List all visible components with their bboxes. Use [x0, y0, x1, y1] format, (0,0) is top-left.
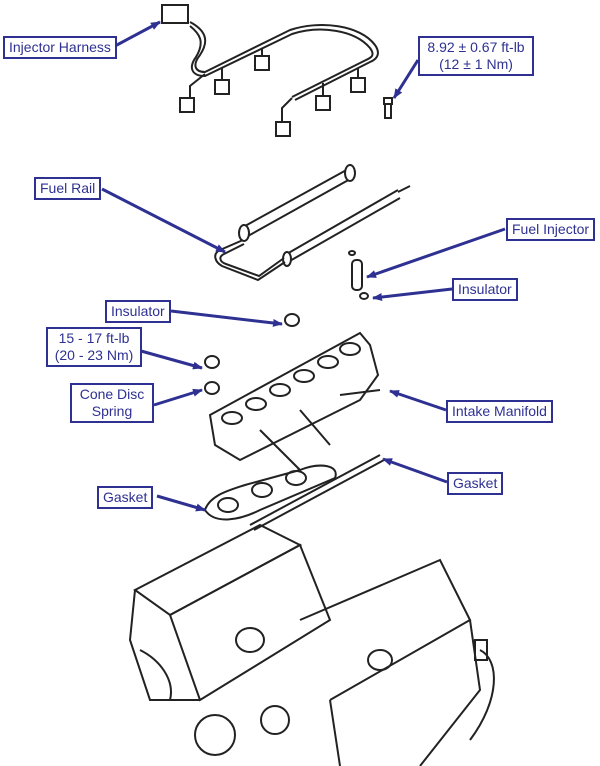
arrow-gasket-right [382, 457, 448, 484]
label-harness-bolt-torque: 8.92 ± 0.67 ft-lb (12 ± 1 Nm) [418, 36, 534, 76]
label-text: Gasket [103, 489, 148, 505]
arrow-nut-torque [140, 349, 203, 370]
label-gasket-right: Gasket [447, 472, 504, 495]
gasket-part [203, 454, 385, 531]
label-text-line2: (12 ± 1 Nm) [439, 56, 513, 72]
label-text: Intake Manifold [452, 403, 547, 419]
label-insulator-left: Insulator [105, 300, 171, 323]
label-text: Gasket [453, 475, 498, 491]
injector-harness-part [161, 4, 379, 137]
label-fuel-injector: Fuel Injector [506, 218, 596, 241]
label-text: Insulator [111, 303, 165, 319]
label-nut-torque: 15 - 17 ft-lb (20 - 23 Nm) [46, 327, 142, 367]
arrow-gasket-left [156, 494, 206, 512]
arrow-intake-manifold [389, 389, 447, 412]
label-injector-harness: Injector Harness [3, 36, 117, 59]
label-fuel-rail: Fuel Rail [34, 177, 102, 200]
harness-bolt [383, 97, 393, 119]
arrow-insulator-right [372, 287, 453, 301]
label-text: Injector Harness [9, 39, 111, 55]
label-text-line1: Cone Disc [79, 386, 145, 402]
arrow-injector-harness [114, 20, 161, 48]
fuel-rail-part [214, 164, 411, 282]
arrow-insulator-left [170, 309, 283, 327]
label-insulator-right: Insulator [452, 278, 518, 301]
label-text-line1: 8.92 ± 0.67 ft-lb [427, 39, 525, 55]
label-text-line2: (20 - 23 Nm) [54, 347, 134, 363]
arrow-harness-bolt [392, 59, 420, 99]
label-cone-disc-spring: Cone Disc Spring [70, 383, 154, 423]
arrow-cone-disc-spring [153, 388, 203, 407]
intake-manifold-part [208, 331, 381, 471]
label-gasket-left: Gasket [97, 486, 154, 509]
leader-arrows [101, 20, 506, 512]
fuel-injector-part [204, 250, 369, 395]
arrow-fuel-injector [366, 227, 506, 279]
label-text-line2: Spring [91, 403, 133, 419]
label-text-line1: 15 - 17 ft-lb [58, 330, 130, 346]
engine-block [128, 523, 495, 766]
label-text: Fuel Rail [40, 180, 96, 196]
arrow-fuel-rail [101, 187, 226, 254]
label-text: Fuel Injector [512, 221, 590, 237]
label-intake-manifold: Intake Manifold [446, 400, 553, 423]
label-text: Insulator [458, 281, 512, 297]
